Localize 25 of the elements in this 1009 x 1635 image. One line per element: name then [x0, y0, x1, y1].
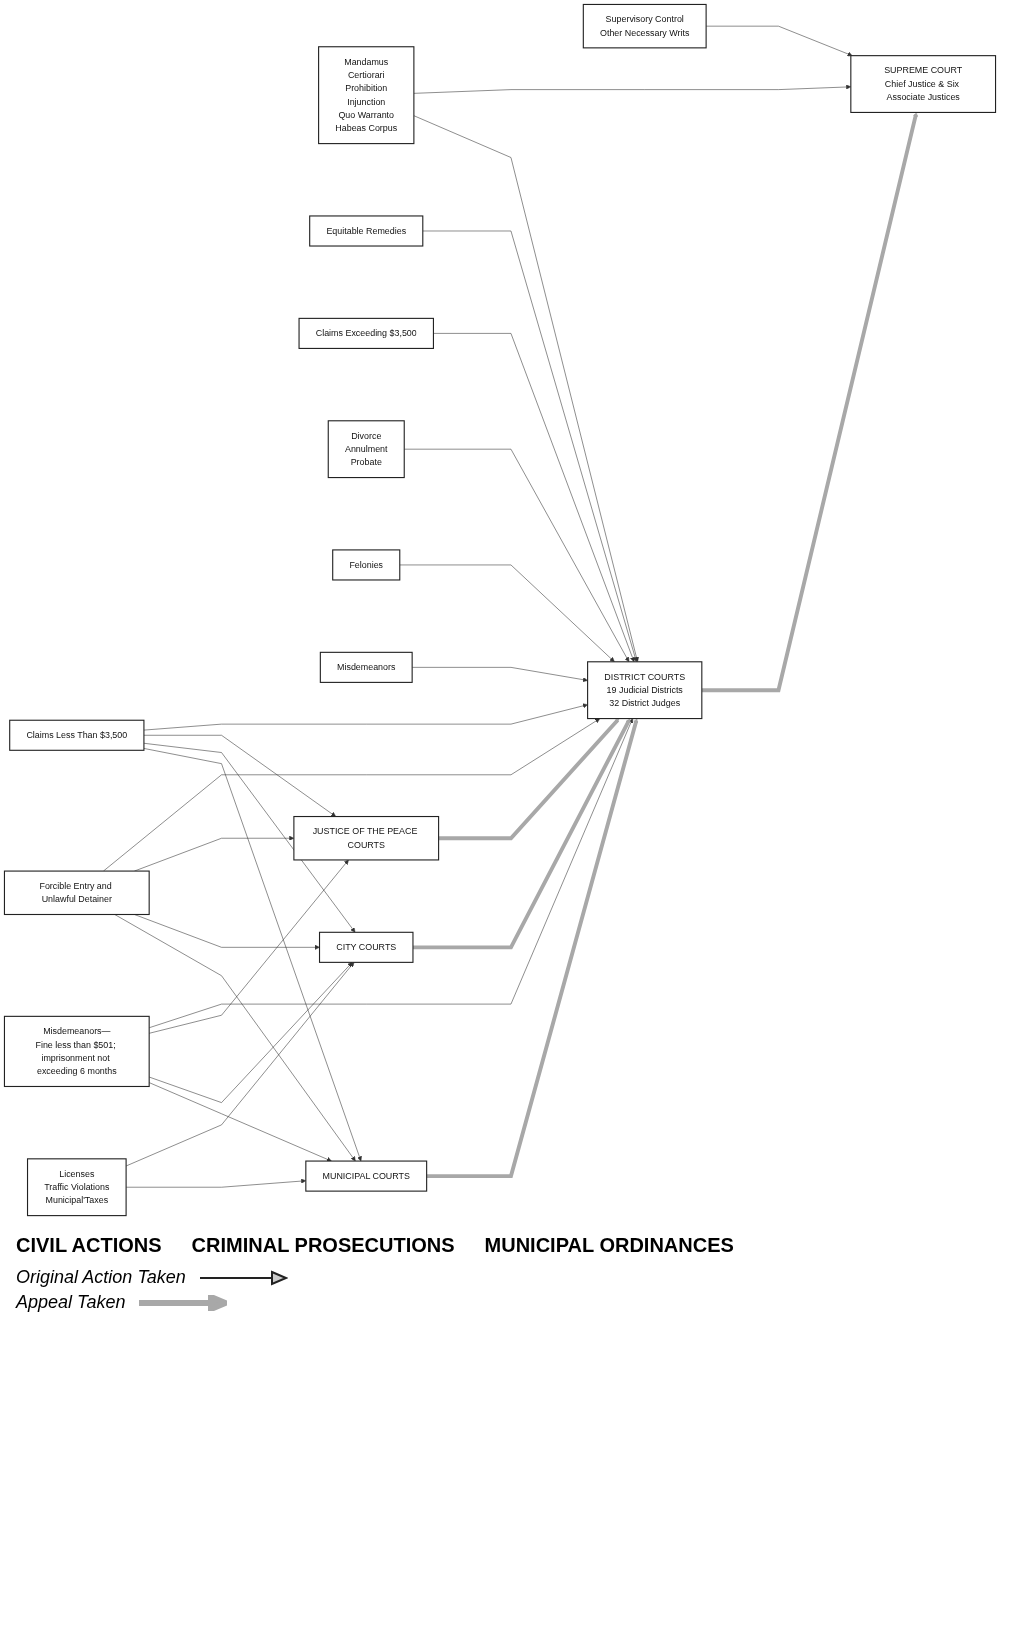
category-heading: MUNICIPAL ORDINANCES: [484, 1234, 734, 1258]
node-box: Supervisory Control Other Necessary Writs: [582, 3, 707, 49]
arrow: [701, 112, 918, 693]
category-heading: CIVIL ACTIONS: [16, 1234, 162, 1258]
legend-text: Original Action Taken: [16, 1267, 186, 1289]
node-box: SUPREME COURT Chief Justice & Six Associate Justices: [850, 55, 997, 113]
arrow: [438, 718, 620, 841]
node-box: Equitable Remedies: [309, 215, 424, 247]
legend-text: Appeal Taken: [16, 1292, 126, 1314]
node-box: Licenses Traffic Violations Municipal'Taxes: [26, 1158, 127, 1217]
node-box: MUNICIPAL COURTS: [305, 1160, 428, 1192]
node-box: Divorce Annulment Probate: [327, 420, 405, 479]
node-box: Felonies: [332, 549, 401, 581]
node-box: CITY COURTS: [318, 931, 414, 963]
node-box: DISTRICT COURTS 19 Judicial Districts 32 District Judges: [587, 661, 703, 720]
node-box: Forcible Entry and Unlawful Detainer: [3, 870, 150, 916]
node-box: Misdemeanors— Fine less than $501; imprisonment not exceeding 6 months: [3, 1015, 150, 1088]
node-box: Claims Exceeding $3,500: [298, 317, 434, 349]
arrow: [412, 718, 631, 950]
category-heading: CRIMINAL PROSECUTIONS: [191, 1234, 455, 1258]
node-box: JUSTICE OF THE PEACE COURTS: [293, 815, 440, 861]
node-box: Mandamus Certiorari Prohibition Injunction Quo Warranto Habeas Corpus: [318, 46, 415, 145]
node-box: Misdemeanors: [319, 651, 413, 683]
arrow: [426, 718, 639, 1179]
node-box: Claims Less Than $3,500: [9, 719, 145, 751]
